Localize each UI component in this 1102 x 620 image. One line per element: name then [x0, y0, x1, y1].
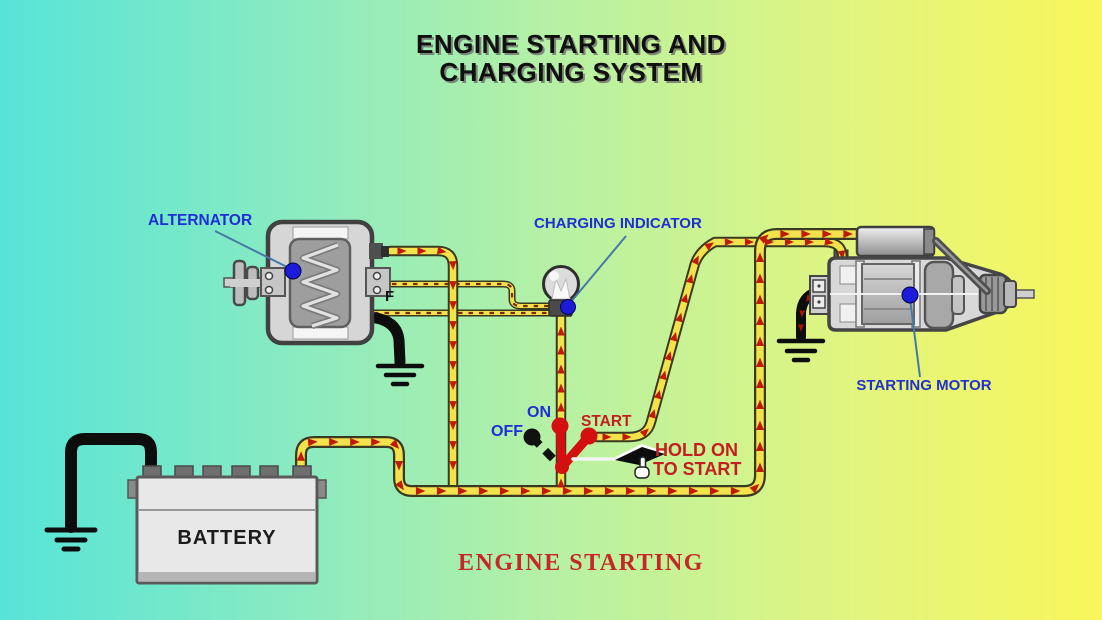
title-line-1: ENGINE STARTING AND [416, 29, 726, 59]
terminal-block [809, 275, 831, 315]
on-contact [551, 417, 569, 435]
hand-pointer-icon [571, 444, 665, 479]
starting-motor [809, 225, 1035, 332]
b-plus-terminal [369, 243, 383, 259]
ignition-switch [523, 417, 598, 474]
mount-bracket-left [260, 267, 286, 297]
hold-on-instruction-line-2: TO START [653, 459, 742, 479]
switch-on-label: ON [527, 404, 551, 421]
marker-dot [901, 286, 919, 304]
start-contact [580, 427, 598, 445]
solenoid [855, 225, 936, 258]
marker-dot [560, 299, 576, 315]
alternator [223, 219, 391, 346]
battery-ground [44, 433, 157, 552]
battery-case [135, 475, 319, 585]
off-contact [523, 428, 541, 446]
callout-lines [214, 230, 921, 378]
title-line-2: CHARGING SYSTEM [439, 57, 703, 87]
marker-dot [284, 262, 302, 280]
ground-icon [776, 338, 826, 363]
stator-wire [388, 280, 553, 310]
ground-icon [44, 527, 98, 552]
switch-off-label: OFF [491, 423, 523, 440]
switch-pivot [555, 460, 569, 474]
marker-dots [284, 262, 919, 315]
battery [127, 465, 327, 585]
current-flow-arrows [296, 230, 853, 495]
switch-start-label: START [581, 413, 632, 430]
charging-indicator-label: CHARGING INDICATOR [534, 215, 702, 232]
mode-caption: ENGINE STARTING [458, 550, 704, 576]
alternator-label: ALTERNATOR [148, 212, 253, 229]
mount-bracket-right [365, 267, 391, 297]
hold-on-instruction-line-1: HOLD ON [655, 440, 738, 460]
starting-motor-label: STARTING MOTOR [856, 377, 992, 394]
field-terminal-label: F [385, 288, 395, 305]
battery-label: BATTERY [177, 527, 277, 549]
ground-icon [375, 363, 425, 387]
alternator-ground [370, 312, 425, 387]
